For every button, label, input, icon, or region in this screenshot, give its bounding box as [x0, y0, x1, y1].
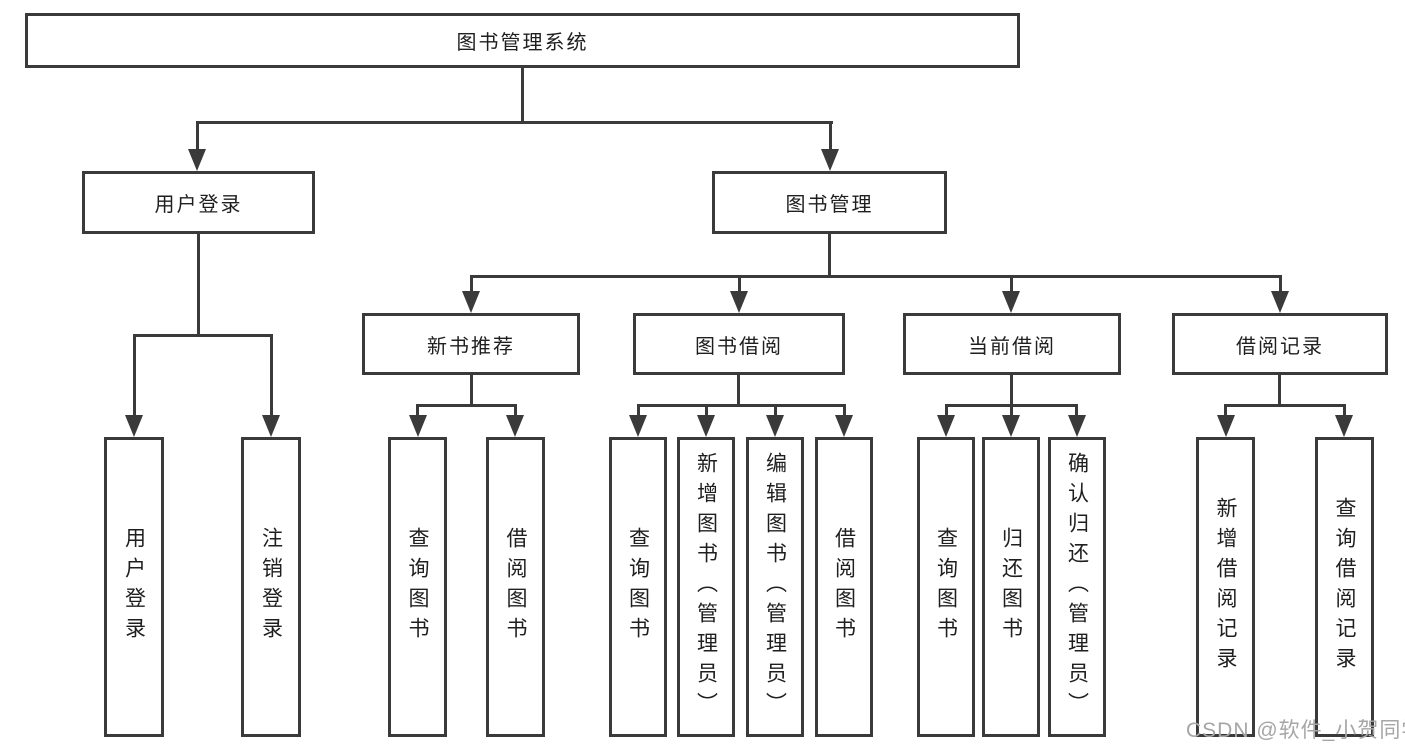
arrow-down-icon	[262, 415, 280, 437]
node-current-borrowing: 当前借阅	[903, 313, 1121, 375]
connector-vline	[637, 404, 640, 416]
node-confirm-return-admin: 确认归还（管理员）	[1048, 437, 1106, 737]
node-query-books: 查询图书	[388, 437, 447, 737]
connector-vline	[705, 404, 708, 416]
node-library-management-system: 图书管理系统	[25, 13, 1020, 68]
connector-vline	[828, 234, 831, 278]
arrow-down-icon	[1335, 415, 1353, 437]
node-user-login: 用户登录	[82, 171, 315, 234]
connector-vline	[133, 334, 136, 416]
arrow-down-icon	[835, 415, 853, 437]
arrow-down-icon	[937, 415, 955, 437]
connector-vline	[1279, 275, 1282, 293]
node-user-login-action: 用户登录	[104, 437, 164, 737]
connector-vline	[738, 275, 741, 293]
node-add-books-admin: 新增图书（管理员）	[677, 437, 735, 737]
arrow-down-icon	[697, 415, 715, 437]
connector-vline	[270, 334, 273, 416]
connector-vline	[774, 404, 777, 416]
connector-hline	[196, 121, 833, 124]
connector-vline	[514, 404, 517, 416]
arrow-down-icon	[462, 291, 480, 313]
connector-vline	[1343, 404, 1346, 416]
connector-vline	[1224, 404, 1227, 416]
connector-vline	[1010, 404, 1013, 416]
node-query-books: 查询图书	[917, 437, 975, 737]
arrow-down-icon	[629, 415, 647, 437]
node-query-books: 查询图书	[609, 437, 667, 737]
connector-vline	[737, 375, 740, 407]
connector-vline	[416, 404, 419, 416]
connector-vline	[470, 275, 473, 293]
node-new-book-recommendation: 新书推荐	[362, 313, 580, 375]
node-edit-books-admin: 编辑图书（管理员）	[746, 437, 804, 737]
node-add-borrow-record: 新增借阅记录	[1196, 437, 1255, 737]
connector-vline	[1010, 275, 1013, 293]
watermark: CSDN @软件_小贺同学	[1186, 719, 1405, 742]
arrow-down-icon	[1217, 415, 1235, 437]
connector-hline	[416, 404, 517, 407]
connector-hline	[1224, 404, 1346, 407]
connector-vline	[521, 68, 524, 124]
connector-vline	[1075, 404, 1078, 416]
arrow-down-icon	[766, 415, 784, 437]
connector-vline	[945, 404, 948, 416]
node-borrowing-records: 借阅记录	[1172, 313, 1388, 375]
connector-vline	[1010, 375, 1013, 407]
arrow-down-icon	[1002, 291, 1020, 313]
connector-vline	[829, 121, 832, 151]
node-logout-action: 注销登录	[241, 437, 301, 737]
arrow-down-icon	[1271, 291, 1289, 313]
connector-vline	[843, 404, 846, 416]
arrow-down-icon	[506, 415, 524, 437]
arrow-down-icon	[409, 415, 427, 437]
arrow-down-icon	[730, 291, 748, 313]
arrow-down-icon	[1068, 415, 1086, 437]
connector-vline	[1278, 375, 1281, 407]
connector-vline	[470, 375, 473, 407]
node-return-books: 归还图书	[982, 437, 1040, 737]
connector-hline	[637, 404, 846, 407]
connector-vline	[197, 234, 200, 337]
connector-hline	[470, 275, 1282, 278]
node-borrow-books: 借阅图书	[486, 437, 545, 737]
node-borrow-books: 借阅图书	[815, 437, 873, 737]
node-query-borrow-record: 查询借阅记录	[1315, 437, 1374, 737]
arrow-down-icon	[188, 149, 206, 171]
arrow-down-icon	[125, 415, 143, 437]
node-book-borrowing: 图书借阅	[633, 313, 845, 375]
arrow-down-icon	[821, 149, 839, 171]
arrow-down-icon	[1002, 415, 1020, 437]
node-book-management: 图书管理	[712, 171, 947, 234]
connector-hline	[133, 334, 273, 337]
connector-vline	[196, 121, 199, 151]
